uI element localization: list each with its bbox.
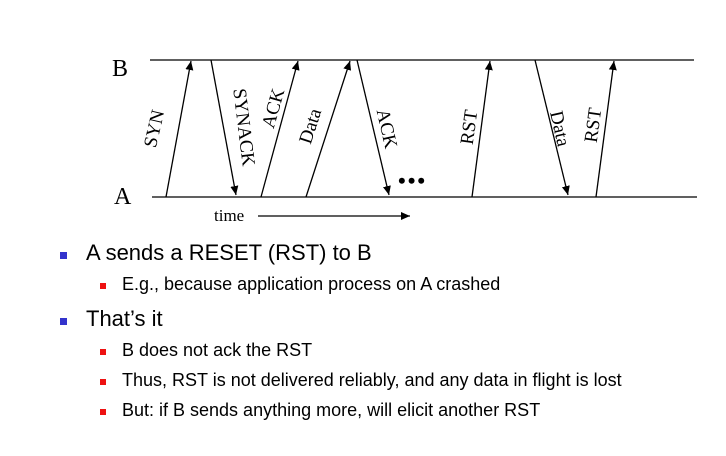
data-label: Data <box>295 105 326 146</box>
rst-arrow <box>471 60 493 198</box>
ack-return-label: ACK <box>372 107 402 151</box>
bullet-square-icon <box>60 252 67 259</box>
syn-label: SYN <box>140 108 169 150</box>
sub-bullet-square-icon <box>100 379 106 385</box>
ack-arrow <box>260 60 300 198</box>
rst-label: RST <box>457 108 483 146</box>
sub-bullet-item: Thus, RST is not delivered reliably, and… <box>122 370 622 390</box>
sub-bullet-item: E.g., because application process on A c… <box>122 274 501 294</box>
bullet-item: A sends a RESET (RST) to B <box>86 240 372 265</box>
tcp-reset-timeline-diagram: B A SYN SYNACK ACK Data ACK RST Data RST… <box>112 56 697 225</box>
synack-arrow <box>210 59 239 196</box>
data-from-b-label: Data <box>545 109 574 149</box>
syn-arrow <box>165 60 194 198</box>
sub-bullet-square-icon <box>100 349 106 355</box>
sub-bullet-square-icon <box>100 409 106 415</box>
sub-bullet-item: But: if B sends anything more, will elic… <box>122 400 541 420</box>
data-arrow <box>305 60 352 198</box>
synack-label: SYNACK <box>228 87 258 167</box>
sub-bullet-item: B does not ack the RST <box>122 340 313 360</box>
ack-return-arrow <box>356 59 391 196</box>
bullet-item: That’s it <box>86 306 163 331</box>
bullet-square-icon <box>60 318 67 325</box>
time-label: time <box>214 206 244 225</box>
sub-bullet-square-icon <box>100 283 106 289</box>
host-b-label: B <box>112 56 128 82</box>
second-rst-label: RST <box>581 106 607 144</box>
data-from-b-arrow <box>534 59 570 196</box>
ellipsis-dots: ••• <box>398 168 427 193</box>
second-rst-arrow <box>595 60 617 198</box>
host-a-label: A <box>114 184 132 210</box>
